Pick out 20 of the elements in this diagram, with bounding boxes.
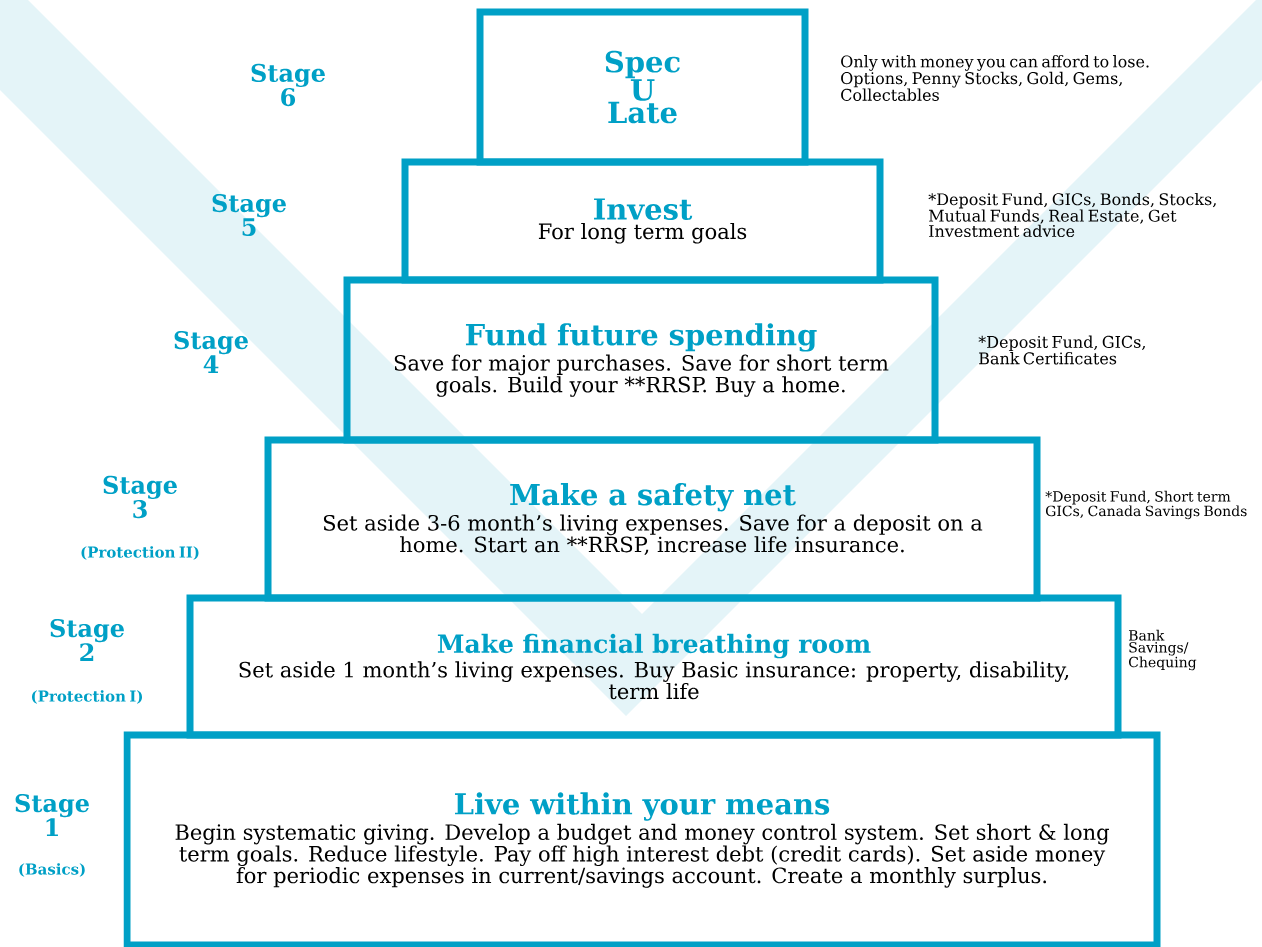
stage-label: Stage 4 bbox=[174, 331, 248, 373]
pyramid-tier: Make a safety net Set aside 3-6 month’s living expenses. Save for a deposit on a home. Start an **RRSP, increase life insurance. bbox=[264, 436, 1041, 602]
side-note: *Deposit Fund, GICs, Bank Certificates bbox=[978, 335, 1145, 365]
pyramid-tier: Invest For long term goals bbox=[401, 158, 884, 284]
stage-label: Stage 6 bbox=[251, 63, 325, 107]
side-note: Only with money you can afford to lose. Options, Penny Stocks, Gold, Gems, Collectables bbox=[841, 55, 1149, 101]
pyramid-tier: Make financial breathing room Set aside 1 month’s living expenses. Buy Basic insurance: property, disability, term life bbox=[186, 594, 1122, 739]
stage-label: Stage 1 bbox=[15, 794, 89, 836]
stage-subtitle: (Basics) bbox=[19, 863, 85, 877]
stage-subtitle: (Protection II) bbox=[81, 546, 199, 560]
pyramid-tier: Fund future spending Save for major purchases. Save for short term goals. Build your **RRSP. Buy a home. bbox=[343, 276, 939, 444]
side-note: Bank Savings/ Chequing bbox=[1128, 629, 1197, 671]
side-note: *Deposit Fund, Short term GICs, Canada Savings Bonds bbox=[1045, 490, 1247, 520]
pyramid-tier: Live within your means Begin systematic giving. Develop a budget and money control system. Set short & long term goals. Reduce lifestyle. Pay off high interest debt (credit cards). Set aside money for periodic expenses in current/savings account. Create a monthly surplus. bbox=[123, 731, 1161, 947]
stage-subtitle: (Protection I) bbox=[32, 690, 142, 704]
pyramid-tier: Spec U Late bbox=[476, 8, 809, 166]
stage-label: Stage 2 bbox=[50, 619, 124, 661]
stage-label: Stage 5 bbox=[212, 194, 286, 236]
stage-label: Stage 3 bbox=[103, 475, 177, 519]
side-note: *Deposit Fund, GICs, Bonds, Stocks, Mutual Funds, Real Estate, Get Investment advice bbox=[928, 192, 1216, 238]
